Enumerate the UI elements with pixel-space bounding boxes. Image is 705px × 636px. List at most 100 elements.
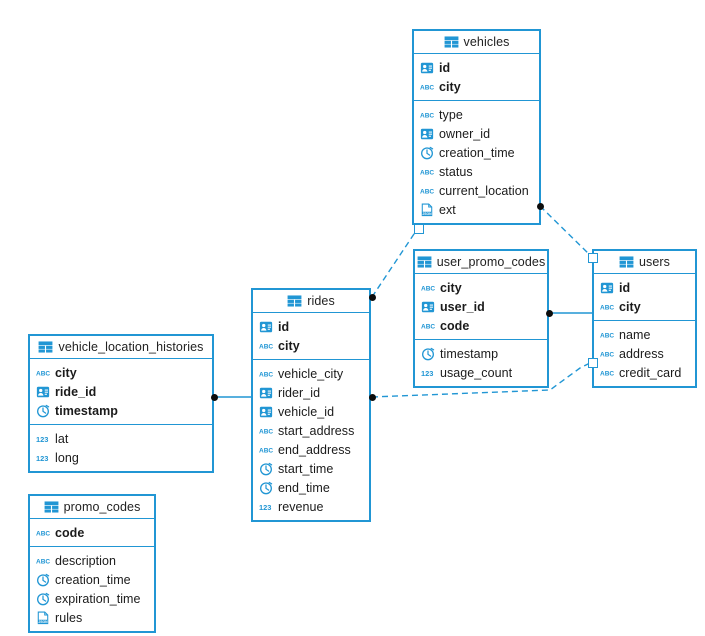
key-id-icon — [259, 405, 273, 419]
svg-text:ABC: ABC — [259, 371, 273, 378]
table-grid-icon — [619, 256, 634, 268]
relationship-edge-rides-to-vehicles[interactable] — [371, 227, 419, 298]
entity-header-vehicles[interactable]: vehicles — [414, 31, 539, 54]
entity-header-vehicle_location_histories[interactable]: vehicle_location_histories — [30, 336, 212, 359]
field-label: start_time — [278, 461, 334, 476]
field-row-vehicles-city[interactable]: ABC city — [414, 77, 539, 96]
field-row-user_promo_codes-user_id[interactable]: user_id — [415, 297, 547, 316]
number-123-icon: 123 — [36, 451, 50, 465]
field-label: id — [278, 319, 290, 334]
field-label: id — [439, 60, 451, 75]
number-123-icon: 123 — [421, 366, 435, 380]
abc-text-icon: ABC — [420, 184, 434, 198]
entity-header-promo_codes[interactable]: promo_codes — [30, 496, 154, 519]
field-label: city — [278, 338, 300, 353]
abc-text-icon: ABC — [420, 84, 434, 91]
svg-text:ABC: ABC — [36, 370, 50, 377]
field-label: status — [439, 164, 473, 179]
field-row-rides-id[interactable]: id — [253, 317, 369, 336]
field-row-vehicle_location_histories-ride_id[interactable]: ride_id — [30, 382, 212, 401]
field-row-promo_codes-creation_time[interactable]: creation_time — [30, 570, 154, 589]
field-row-rides-vehicle_id[interactable]: vehicle_id — [253, 402, 369, 421]
clock-icon — [421, 146, 434, 159]
field-row-user_promo_codes-timestamp[interactable]: timestamp — [415, 344, 547, 363]
key-id-icon — [259, 406, 273, 417]
clock-icon — [259, 481, 273, 495]
field-row-vehicles-owner_id[interactable]: owner_id — [414, 124, 539, 143]
abc-text-icon: ABC — [421, 281, 435, 295]
number-123-icon: 123 — [36, 432, 50, 446]
svg-text:123: 123 — [259, 502, 271, 511]
key-id-icon — [259, 386, 273, 400]
field-row-vehicle_location_histories-lat[interactable]: 123 lat — [30, 429, 212, 448]
key-id-icon — [421, 301, 435, 312]
field-label: ride_id — [55, 384, 97, 399]
field-row-rides-rider_id[interactable]: rider_id — [253, 383, 369, 402]
field-row-users-id[interactable]: id — [594, 278, 695, 297]
entity-header-users[interactable]: users — [594, 251, 695, 274]
svg-text:ABC: ABC — [600, 351, 614, 358]
field-row-vehicles-id[interactable]: id — [414, 58, 539, 77]
abc-text-icon: ABC — [259, 367, 273, 381]
field-row-rides-end_time[interactable]: end_time — [253, 478, 369, 497]
table-grid-icon — [287, 295, 302, 307]
abc-text-icon: ABC — [421, 319, 435, 333]
abc-text-icon: ABC — [600, 366, 614, 380]
abc-text-icon: ABC — [600, 351, 614, 358]
field-row-vehicle_location_histories-timestamp[interactable]: timestamp — [30, 401, 212, 420]
field-label: lat — [55, 431, 69, 446]
field-label: city — [439, 79, 461, 94]
entity-header-rides[interactable]: rides — [253, 290, 369, 313]
abc-text-icon: ABC — [259, 424, 273, 438]
field-row-vehicles-status[interactable]: ABC status — [414, 162, 539, 181]
field-label: owner_id — [439, 126, 491, 141]
table-grid-icon — [39, 341, 53, 353]
clock-icon — [37, 592, 50, 605]
abc-text-icon: ABC — [600, 370, 614, 377]
relationship-target-marker-rides-to-vehicles — [414, 224, 424, 234]
abc-text-icon: ABC — [420, 108, 434, 122]
abc-text-icon: ABC — [600, 304, 614, 311]
svg-text:123: 123 — [421, 368, 433, 377]
field-label: rules — [55, 610, 83, 625]
abc-text-icon: ABC — [259, 371, 273, 378]
svg-text:ABC: ABC — [420, 188, 434, 195]
abc-text-icon: ABC — [420, 80, 434, 94]
field-row-promo_codes-expiration_time[interactable]: expiration_time — [30, 589, 154, 608]
field-row-vehicles-creation_time[interactable]: creation_time — [414, 143, 539, 162]
entity-header-user_promo_codes[interactable]: user_promo_codes — [415, 251, 547, 274]
field-row-rides-start_time[interactable]: start_time — [253, 459, 369, 478]
abc-text-icon: ABC — [420, 165, 434, 179]
